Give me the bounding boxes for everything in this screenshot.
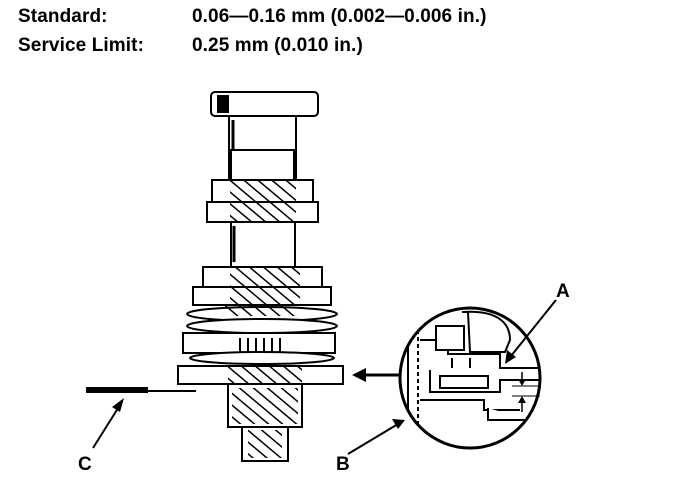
callout-a: A xyxy=(556,281,570,302)
spec-service-limit-label: Service Limit: xyxy=(18,35,145,56)
callout-c: C xyxy=(78,454,92,475)
mainshaft-assembly xyxy=(177,91,344,462)
spec-standard-label: Standard: xyxy=(18,6,108,27)
leader-a xyxy=(510,299,557,357)
spec-standard-value: 0.06—0.16 mm (0.002—0.006 in.) xyxy=(192,6,487,27)
callout-b: B xyxy=(336,454,350,475)
spec-service-limit-value: 0.25 mm (0.010 in.) xyxy=(192,35,363,56)
synchro-sleeve xyxy=(182,332,336,354)
leader-b xyxy=(347,423,399,455)
spec-service-limit: Service Limit: 0.25 mm (0.010 in.) xyxy=(18,35,363,57)
leader-c xyxy=(92,404,121,449)
shaft-middle-section xyxy=(230,221,296,268)
feeler-gauge xyxy=(86,387,196,393)
detail-view xyxy=(398,306,542,450)
spec-standard: Standard: 0.06—0.16 mm (0.002—0.006 in.) xyxy=(18,6,487,28)
